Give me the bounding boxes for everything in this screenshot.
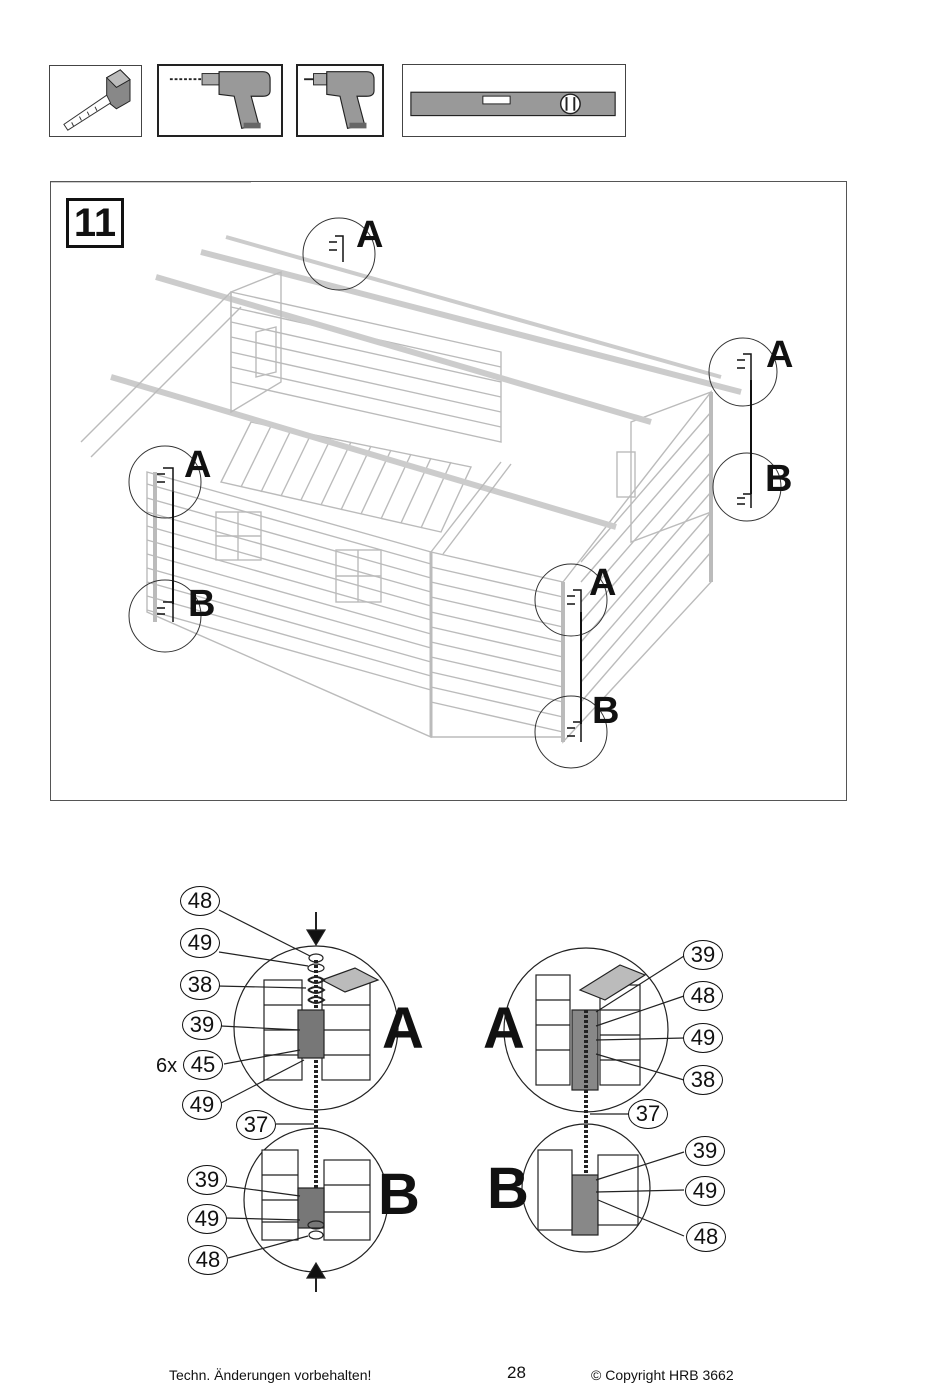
part-number-badge: 37 <box>236 1110 276 1140</box>
part-number-badge: 39 <box>683 940 723 970</box>
page-number: 28 <box>507 1363 526 1382</box>
step-illustration-frame: 11 <box>50 181 847 801</box>
part-number-badge: 49 <box>683 1023 723 1053</box>
callout-label-a: A <box>589 562 617 604</box>
front-wall <box>51 182 432 739</box>
part-number-badge: 39 <box>685 1136 725 1166</box>
part-number-badge: 49 <box>685 1176 725 1206</box>
footer-disclaimer: Techn. Änderungen vorbehalten! <box>169 1367 372 1383</box>
step-number: 11 <box>66 198 124 248</box>
callout-label-b: B <box>592 690 620 732</box>
callout-label-a: A <box>184 444 212 486</box>
part-number-badge: 49 <box>182 1090 222 1120</box>
detail-right-letter-b: B <box>487 1156 529 1221</box>
measuring-tape-icon <box>49 65 142 137</box>
part-number-badge: 48 <box>188 1245 228 1275</box>
callout-label-a: A <box>356 214 384 256</box>
cabin-illustration <box>51 182 782 769</box>
part-number-badge: 39 <box>182 1010 222 1040</box>
part-number-badge: 45 <box>183 1050 223 1080</box>
part-number-badge: 48 <box>180 886 220 916</box>
hardware-detail-illustrations <box>216 909 685 1292</box>
drill-with-bit-icon <box>157 64 283 137</box>
part-number-badge: 38 <box>683 1065 723 1095</box>
detail-left-letter-a: A <box>382 996 424 1061</box>
part-number-badge: 48 <box>686 1222 726 1252</box>
part-number-badge: 37 <box>628 1099 668 1129</box>
part-number-badge: 49 <box>180 928 220 958</box>
part-number-badge: 38 <box>180 970 220 1000</box>
callout-label-b: B <box>765 458 793 500</box>
part-number-badge: 49 <box>187 1204 227 1234</box>
footer-copyright: © Copyright HRB 3662 <box>591 1367 734 1383</box>
detail-left-letter-b: B <box>378 1162 420 1227</box>
drill-icon <box>296 64 384 137</box>
quantity-prefix: 6x <box>156 1055 178 1077</box>
callout-label-a: A <box>766 334 794 376</box>
part-number-badge: 48 <box>683 981 723 1011</box>
callout-label-b: B <box>188 583 216 625</box>
part-number-badge: 39 <box>187 1165 227 1195</box>
detail-right-letter-a: A <box>483 996 525 1061</box>
spirit-level-icon <box>402 64 626 137</box>
